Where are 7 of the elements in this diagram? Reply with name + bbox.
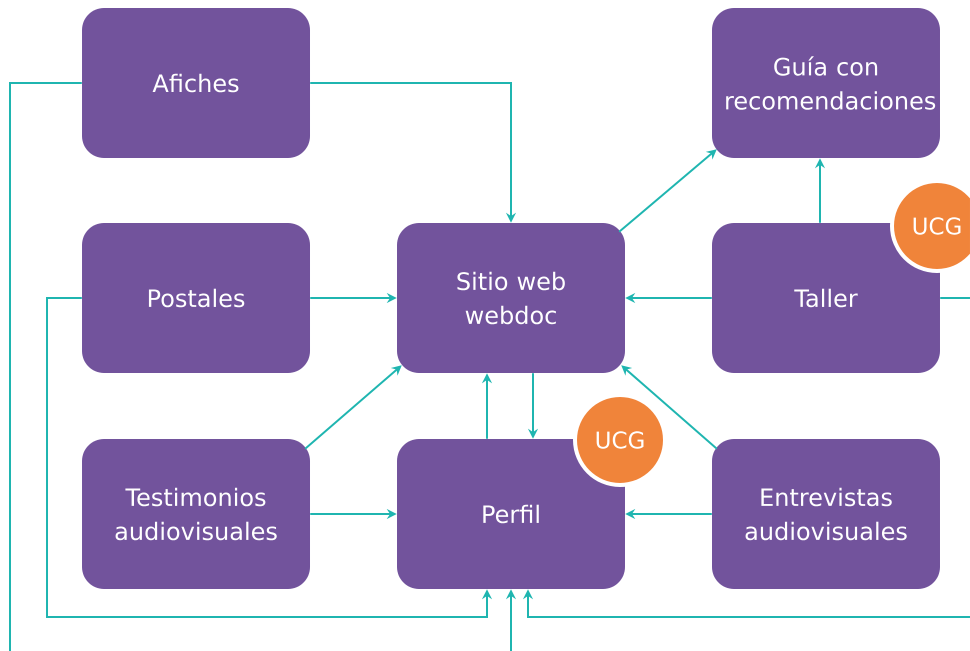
process-box: Testimonios audiovisuales <box>82 438 310 589</box>
process-box: Afiches <box>82 8 310 158</box>
process-box: Sitio web webdoc <box>397 223 625 373</box>
arrow <box>522 297 970 618</box>
process-box: Guía con recomendaciones <box>712 8 940 158</box>
process-box: Entrevistas audiovisuales <box>712 438 940 589</box>
process-box: Postales <box>82 223 310 373</box>
